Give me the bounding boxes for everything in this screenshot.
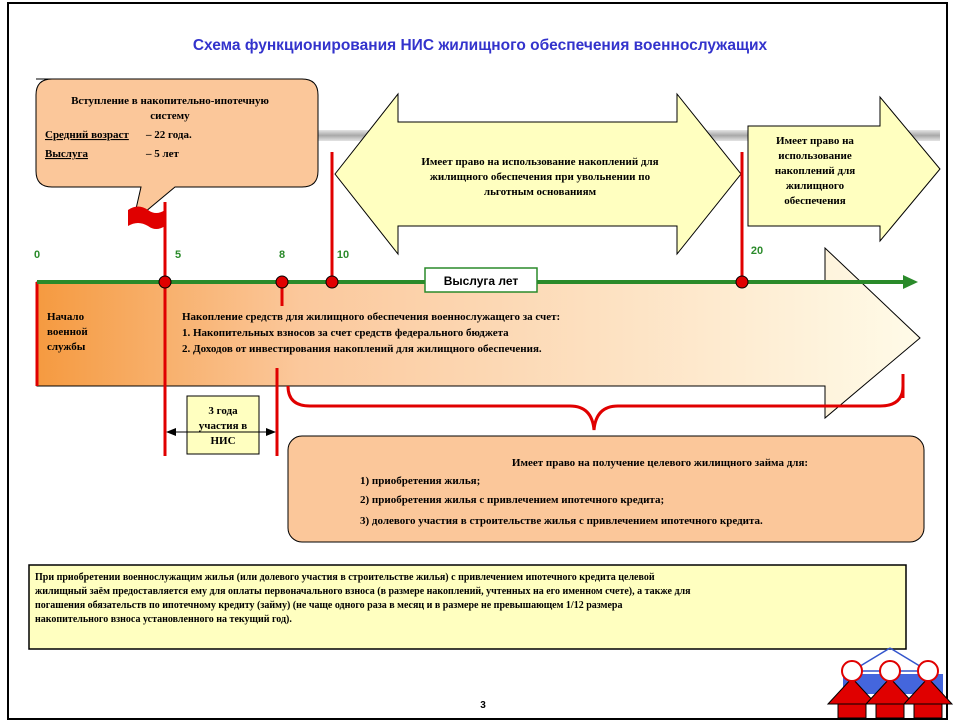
tick-20: 20 (751, 245, 763, 257)
big-arrow-line2: жилищного обеспечения при увольнении по (430, 171, 651, 183)
right-arrow-line3: накоплений для (775, 165, 855, 177)
note-box (28, 564, 907, 650)
age-label: Средний возраст (45, 129, 129, 141)
loan-item-2: 2) приобретения жилья с привлечением ипо… (360, 494, 664, 506)
axis-label-box (424, 267, 538, 293)
accumulation-line3: 2. Доходов от инвестирования накоплений … (182, 343, 542, 355)
entry-line2: систему (150, 110, 190, 122)
service-value: – 5 лет (145, 148, 180, 160)
big-arrow-line3: льготным основаниям (484, 186, 597, 198)
big-arrow-line1: Имеет право на использование накоплений … (421, 156, 658, 168)
loan-item-1: 1) приобретения жилья; (360, 475, 480, 487)
start-line2: военной (47, 326, 88, 338)
right-arrow-line1: Имеет право на (776, 135, 854, 147)
right-rights-arrow (747, 95, 941, 243)
loan-item-3: 3) долевого участия в строительстве жиль… (360, 515, 763, 527)
note-line4: накопительного взноса установленного на … (35, 614, 292, 625)
three-years-line1: 3 года (208, 405, 238, 417)
timeline-point-8 (275, 275, 289, 289)
start-line1: Начало (47, 311, 85, 323)
page-number: 3 (480, 700, 486, 711)
accumulation-line1: Накопление средств для жилищного обеспеч… (182, 311, 560, 323)
start-line3: службы (47, 341, 86, 353)
three-years-line2: участия в (199, 420, 248, 432)
service-label: Выслуга (45, 148, 88, 160)
three-years-line3: НИС (210, 435, 235, 447)
tick-10: 10 (337, 249, 349, 261)
accumulation-arrow (36, 246, 921, 420)
accumulation-line2: 1. Накопительных взносов за счет средств… (182, 327, 509, 339)
note-line1: При приобретении военнослужащим жилья (и… (35, 572, 655, 583)
loan-heading: Имеет право на получение целевого жилищн… (512, 457, 808, 469)
timeline-point-5 (158, 275, 172, 289)
three-years-box (186, 395, 260, 455)
three-years-span-arrow (166, 428, 276, 436)
houses-network-logo-icon (826, 647, 953, 719)
loan-box (287, 435, 925, 543)
flag-icon (128, 206, 165, 229)
note-line2: жилищный заём предоставляется ему для оп… (35, 586, 691, 597)
page-title: Схема функционирования НИС жилищного обе… (193, 37, 768, 54)
tick-0: 0 (34, 249, 40, 261)
timeline-arrowhead (903, 275, 918, 289)
note-line3: погашения обязательств по ипотечному кре… (35, 600, 622, 611)
right-arrow-line4: жилищного (786, 180, 845, 192)
timeline-point-10 (325, 275, 339, 289)
tick-8: 8 (279, 249, 285, 261)
right-arrow-line2: использование (778, 150, 852, 162)
right-arrow-line5: обеспечения (784, 195, 845, 207)
timeline-point-20 (735, 275, 749, 289)
loan-period-brace (286, 385, 905, 431)
axis-label: Выслуга лет (444, 274, 519, 288)
entry-line1: Вступление в накопительно-ипотечную (71, 95, 269, 107)
tick-5: 5 (175, 249, 181, 261)
age-value: – 22 года. (145, 129, 192, 141)
